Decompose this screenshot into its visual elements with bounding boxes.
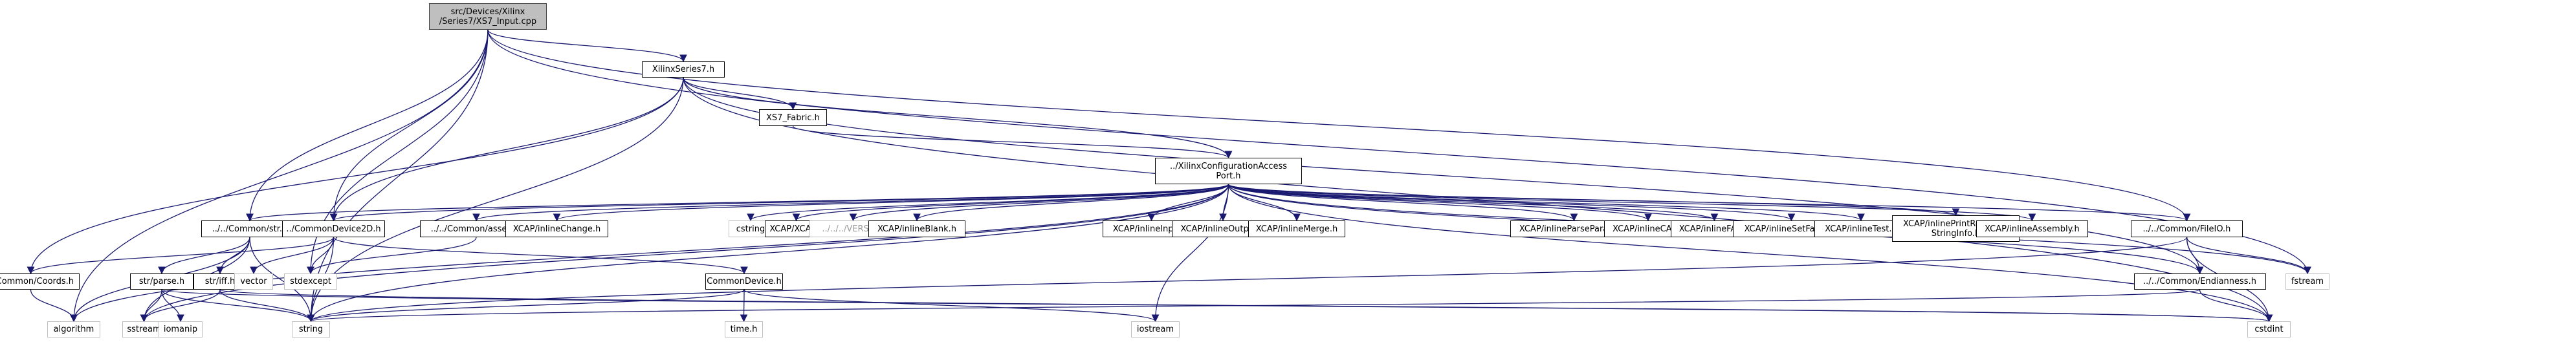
node-endian[interactable]: ../../Common/Endianness.h bbox=[2133, 273, 2266, 290]
node-string[interactable]: string bbox=[291, 321, 331, 337]
node-imerge[interactable]: XCAP/inlineMerge.h bbox=[1248, 220, 1346, 237]
edge-xcap-to-iblank bbox=[913, 184, 1229, 222]
edge-xcap-to-version bbox=[849, 184, 1229, 222]
node-iblank[interactable]: XCAP/inlineBlank.h bbox=[868, 220, 966, 237]
node-cstdint[interactable]: cstdint bbox=[2247, 321, 2291, 337]
edge-xs7-to-string bbox=[307, 77, 684, 323]
edge-root-to-string bbox=[307, 29, 489, 323]
node-vector[interactable]: vector bbox=[234, 273, 273, 290]
edge-xcap-to-str bbox=[246, 184, 1229, 222]
edge-xcap-to-xcaph bbox=[792, 184, 1229, 222]
edge-xcap-to-iostream bbox=[1151, 184, 1229, 323]
node-iomanip[interactable]: iomanip bbox=[159, 321, 203, 337]
edge-root-to-cd2d bbox=[329, 29, 489, 222]
edge-xcap-to-sstream bbox=[140, 184, 1229, 323]
edge-xcap-to-iasm bbox=[1227, 184, 2036, 222]
node-fileio[interactable]: ../../Common/FileIO.h bbox=[2130, 220, 2243, 237]
edge-xcap-to-cstring bbox=[747, 184, 1229, 222]
node-cdev[interactable]: CommonDevice.h bbox=[705, 273, 784, 290]
edge-root-to-fileio bbox=[487, 29, 2191, 222]
node-iasm[interactable]: XCAP/inlineAssembly.h bbox=[1976, 220, 2089, 237]
edge-xcap-to-icap bbox=[1227, 184, 1652, 222]
edge-cdev-to-string bbox=[307, 289, 745, 323]
edge-xcap-to-ifar bbox=[1227, 184, 1719, 222]
edge-xs7-to-cstdint bbox=[683, 77, 2273, 323]
edge-endian-to-string bbox=[307, 289, 2201, 323]
edge-cdev-to-timeh bbox=[740, 289, 748, 323]
edge-fileio-to-fstream bbox=[2186, 237, 2311, 275]
edge-xcap-to-assert bbox=[472, 184, 1229, 222]
edge-xs7-to-xcap bbox=[683, 77, 1233, 159]
edge-endian-to-cstdint bbox=[2199, 289, 2273, 323]
node-algorithm[interactable]: algorithm bbox=[47, 321, 101, 337]
node-fstream[interactable]: fstream bbox=[2285, 273, 2329, 290]
edge-xcap-to-algorithm bbox=[70, 184, 1229, 323]
node-coords[interactable]: ../Common/Coords.h bbox=[0, 273, 80, 290]
edge-str-to-strparse bbox=[158, 237, 250, 275]
node-cd2d[interactable]: ../CommonDevice2D.h bbox=[282, 220, 385, 237]
edge-fabric-to-xcap bbox=[792, 125, 1233, 159]
edge-xcap-to-itest bbox=[1227, 184, 1865, 222]
edge-striff-to-sstream bbox=[140, 289, 221, 323]
edge-xcap-to-cstdint bbox=[1227, 184, 2273, 323]
edge-xs7-to-fabric bbox=[683, 77, 797, 111]
edge-coords-to-algorithm bbox=[30, 289, 78, 323]
node-itest[interactable]: XCAP/inlineTest.h bbox=[1814, 220, 1908, 237]
node-sstream[interactable]: sstream bbox=[122, 321, 166, 337]
edge-xcap-to-iparse bbox=[1227, 184, 1578, 222]
edge-xcap-to-ichange bbox=[553, 184, 1229, 222]
edge-cdev-to-iostream bbox=[743, 289, 1160, 323]
edge-strparse-to-string bbox=[161, 289, 315, 323]
edge-cd2d-to-coords bbox=[27, 237, 335, 275]
edge-xcap-to-cd2d bbox=[330, 184, 1229, 222]
node-ichange[interactable]: XCAP/inlineChange.h bbox=[505, 220, 608, 237]
node-timeh[interactable]: time.h bbox=[724, 321, 764, 337]
edge-xcap-to-string bbox=[307, 184, 1229, 323]
edge-xs7-to-coords bbox=[27, 77, 684, 275]
node-fabric[interactable]: XS7_Fabric.h bbox=[758, 109, 828, 126]
node-xcap[interactable]: ../XilinxConfigurationAccess Port.h bbox=[1155, 158, 1302, 184]
node-xs7[interactable]: XilinxSeries7.h bbox=[642, 61, 725, 78]
edge-root-to-algorithm bbox=[70, 29, 489, 323]
edge-root-to-str bbox=[246, 29, 489, 222]
edge-cd2d-to-vector bbox=[250, 237, 335, 275]
node-strparse[interactable]: str/parse.h bbox=[130, 273, 193, 290]
edge-striff-to-string bbox=[219, 289, 315, 323]
node-root: src/Devices/Xilinx /Series7/XS7_Input.cp… bbox=[429, 3, 547, 30]
edge-str-to-striff bbox=[216, 237, 250, 275]
edge-root-to-xs7 bbox=[487, 29, 687, 63]
edge-assert-to-stdexcept bbox=[307, 237, 477, 275]
node-stdexcept[interactable]: stdexcept bbox=[283, 273, 338, 290]
node-iostream[interactable]: iostream bbox=[1131, 321, 1180, 337]
edge-xs7-to-endian bbox=[683, 77, 2204, 275]
edge-strparse-to-iomanip bbox=[161, 289, 184, 323]
node-str[interactable]: ../../Common/str.h bbox=[201, 220, 299, 237]
edge-cd2d-to-cdev bbox=[333, 237, 748, 275]
edge-fileio-to-string bbox=[307, 237, 2188, 323]
edge-xcap-to-fileio bbox=[1227, 184, 2190, 222]
edge-xs7-to-cd2d bbox=[329, 77, 684, 222]
